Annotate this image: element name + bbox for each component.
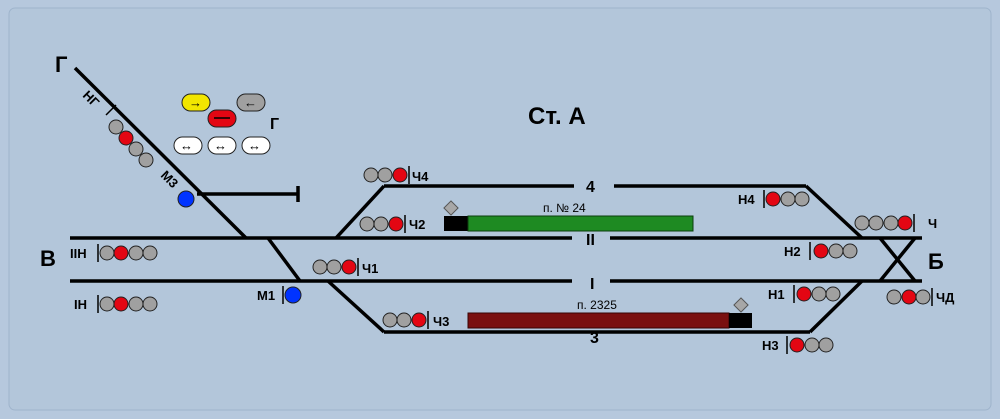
signal-in[interactable]: [97, 295, 158, 313]
signal-ch1[interactable]: [312, 258, 359, 276]
signal-n3[interactable]: [786, 336, 834, 354]
double-arrow-icon: ↔: [248, 138, 261, 153]
signal-ng[interactable]: [105, 104, 154, 168]
signal-in-label: IН: [74, 297, 87, 312]
signal-ch4[interactable]: [363, 166, 410, 184]
indicator-label: Г: [270, 116, 279, 133]
signal-iin[interactable]: [97, 244, 158, 262]
signal-iin-label: IIН: [70, 246, 87, 261]
direction-b-label: Б: [928, 249, 944, 274]
signal-m1-label: М1: [257, 288, 275, 303]
signal-ch3-label: Ч3: [433, 314, 449, 329]
signal-chd-label: ЧД: [936, 290, 955, 305]
arrow-left-icon: ←: [244, 95, 257, 110]
indicator-both-2[interactable]: [207, 136, 237, 155]
signal-m3[interactable]: [177, 190, 195, 208]
signal-chd[interactable]: [886, 288, 933, 306]
signal-ch2-label: Ч2: [409, 217, 425, 232]
signal-n4-label: Н4: [738, 192, 755, 207]
indicator-both-1[interactable]: [173, 136, 203, 155]
signal-n3-label: Н3: [762, 338, 779, 353]
arrow-right-icon: →: [189, 95, 202, 110]
signal-n2-label: Н2: [784, 244, 801, 259]
station-title: Ст. А: [528, 103, 586, 130]
signal-m1[interactable]: [282, 286, 302, 304]
signal-ch[interactable]: [854, 214, 915, 232]
track-3-label: 3: [590, 330, 599, 347]
train-upper-label: п. № 24: [543, 201, 586, 215]
track-2-label: II: [586, 232, 595, 249]
signal-n1[interactable]: [793, 285, 841, 303]
train-upper[interactable]: [443, 200, 694, 232]
signal-ch1-label: Ч1: [362, 261, 378, 276]
signal-n1-label: Н1: [768, 287, 785, 302]
signal-ch2[interactable]: [359, 215, 406, 233]
indicator-right-arrow[interactable]: [181, 93, 211, 112]
indicator-both-3[interactable]: [241, 136, 271, 155]
track-1-label: I: [590, 276, 594, 293]
train-lower-label: п. 2325: [577, 298, 617, 312]
signal-n4[interactable]: [763, 190, 810, 208]
signal-n2[interactable]: [809, 242, 858, 260]
train-lower[interactable]: [467, 297, 752, 329]
route-indicators: → ← ↔ ↔ ↔ Г: [173, 93, 279, 155]
direction-v-label: В: [40, 246, 56, 271]
signal-ch4-label: Ч4: [412, 169, 429, 184]
direction-g-label: Г: [55, 52, 68, 77]
track-4-label: 4: [586, 179, 595, 196]
indicator-left-arrow[interactable]: [236, 93, 266, 112]
signal-ch-label: Ч: [928, 216, 937, 231]
signal-ch3[interactable]: [382, 311, 429, 329]
double-arrow-icon: ↔: [180, 138, 193, 153]
inner-panel: [8, 7, 992, 411]
double-arrow-icon: ↔: [214, 138, 227, 153]
track-lines: [70, 66, 922, 334]
